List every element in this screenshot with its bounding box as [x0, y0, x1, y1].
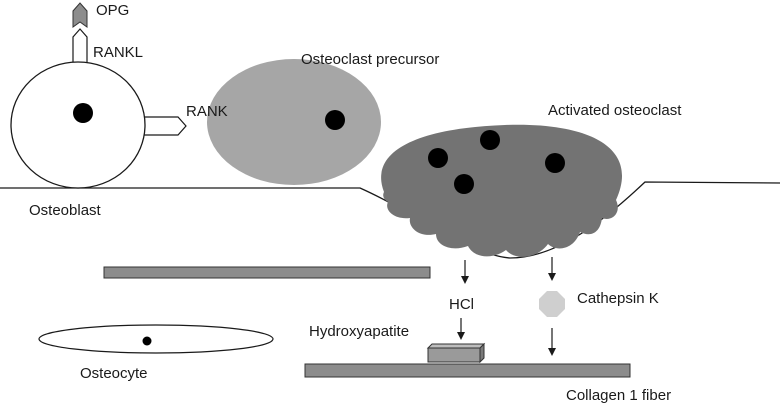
- activated-osteoclast-cell: [381, 124, 623, 257]
- bone-matrix-bar: [103, 266, 431, 279]
- cathepsin-k-label: Cathepsin K: [577, 290, 659, 307]
- rank-receptor: [142, 116, 187, 136]
- opg-label: OPG: [96, 2, 130, 19]
- osteocyte-cell: [38, 324, 274, 354]
- precursor-nucleus: [325, 110, 345, 130]
- osteoclast-nucleus-2: [480, 130, 500, 150]
- osteoclast-nucleus-3: [454, 174, 474, 194]
- hydroxyapatite-front: [427, 347, 481, 363]
- osteocyte-label: Osteocyte: [80, 365, 148, 382]
- activated-osteoclast-label: Activated osteoclast: [548, 102, 682, 119]
- rank-label: RANK: [186, 103, 228, 120]
- osteoclast-precursor-cell: [207, 59, 381, 185]
- osteocyte-nucleus: [142, 336, 152, 346]
- opg-shape: [72, 2, 88, 28]
- osteoclast-precursor-label: Osteoclast precursor: [301, 51, 440, 68]
- hydroxyapatite-label: Hydroxyapatite: [309, 323, 410, 340]
- hydroxyapatite-top: [426, 343, 486, 349]
- collagen-fiber-label: Collagen 1 fiber: [566, 387, 672, 404]
- collagen-fiber-bar: [304, 363, 631, 378]
- osteoclast-nucleus-1: [428, 148, 448, 168]
- hcl-label: HCl: [449, 296, 474, 313]
- rankl-label: RANKL: [93, 44, 144, 61]
- cathepsin-k-shape: [539, 291, 565, 317]
- rankl-receptor: [72, 28, 88, 72]
- osteoblast-label: Osteoblast: [29, 202, 101, 219]
- hydroxyapatite-side: [479, 342, 485, 364]
- osteoblast-nucleus: [73, 103, 93, 123]
- osteoblast-cell: [10, 61, 146, 189]
- osteoclast-nucleus-4: [545, 153, 565, 173]
